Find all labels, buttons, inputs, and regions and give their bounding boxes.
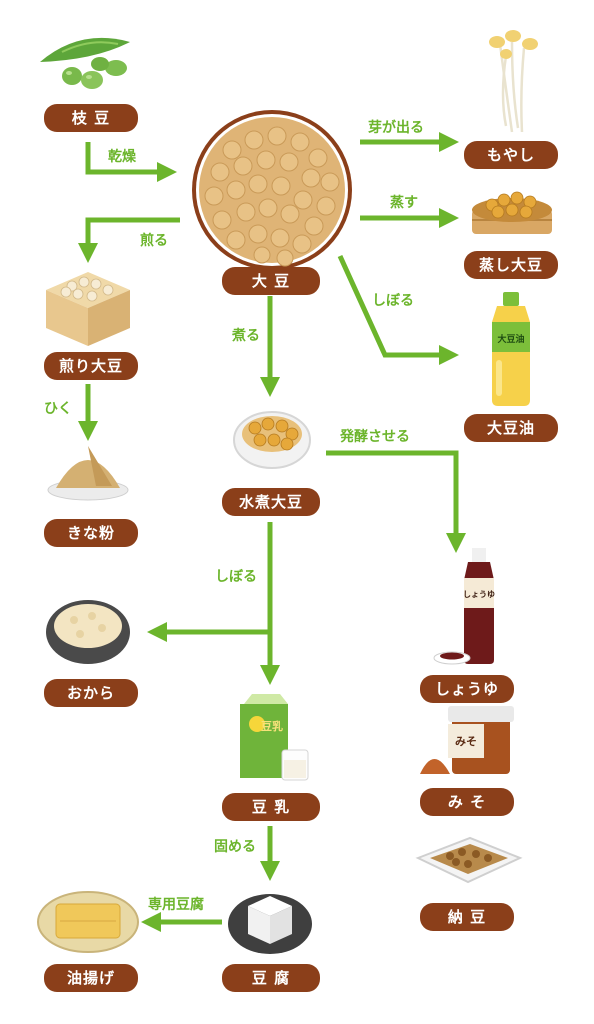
arrow-daizu-oil bbox=[337, 254, 459, 365]
mushi-daizu-illustration bbox=[472, 191, 552, 234]
soy-sauce-illustration bbox=[433, 548, 494, 665]
miso-label-text: みそ bbox=[455, 735, 477, 748]
node-daizu: 大 豆 bbox=[222, 267, 320, 295]
node-moyashi: もやし bbox=[464, 141, 558, 169]
okara-illustration bbox=[46, 600, 130, 664]
node-daizu-yu: 大豆油 bbox=[464, 414, 558, 442]
tofu-illustration bbox=[228, 894, 312, 954]
node-kinako: きな粉 bbox=[44, 519, 138, 547]
edge-niru: 煮る bbox=[232, 328, 260, 344]
natto-illustration bbox=[415, 836, 523, 884]
mizuni-daizu-illustration bbox=[233, 411, 311, 469]
edamame-illustration bbox=[40, 37, 130, 89]
arrow-daizu-irimame bbox=[78, 217, 180, 263]
node-irimame: 煎り大豆 bbox=[44, 352, 138, 380]
edge-katameru: 固める bbox=[214, 839, 256, 855]
irimame-illustration bbox=[46, 272, 130, 346]
node-natto: 納 豆 bbox=[420, 903, 514, 931]
edge-hakkou: 発酵させる bbox=[340, 429, 410, 445]
node-miso: み そ bbox=[420, 788, 514, 816]
arrow-mizuni-shoyu bbox=[326, 450, 466, 553]
soymilk-illustration bbox=[240, 694, 309, 781]
edge-senyo-tofu: 専用豆腐 bbox=[148, 897, 204, 913]
edge-hiku: ひく bbox=[44, 401, 72, 417]
node-edamame: 枝 豆 bbox=[44, 104, 138, 132]
miso-illustration bbox=[420, 706, 514, 774]
node-mizuni-daizu: 水煮大豆 bbox=[222, 488, 320, 516]
node-tonyu: 豆 乳 bbox=[222, 793, 320, 821]
aburaage-illustration bbox=[37, 891, 139, 953]
node-okara: おから bbox=[44, 679, 138, 707]
edge-me-ga-deru: 芽が出る bbox=[368, 120, 424, 136]
edge-shiboru-2: しぼる bbox=[215, 569, 257, 585]
edge-kansou: 乾燥 bbox=[108, 149, 136, 165]
moyashi-illustration bbox=[489, 30, 538, 133]
node-shoyu: しょうゆ bbox=[420, 675, 514, 703]
kinako-illustration bbox=[47, 446, 129, 501]
node-aburaage: 油揚げ bbox=[44, 964, 138, 992]
soy-sauce-label-text: しょうゆ bbox=[463, 590, 495, 599]
node-tofu: 豆 腐 bbox=[222, 964, 320, 992]
soybean-bowl-illustration bbox=[192, 110, 352, 270]
edge-musu: 蒸す bbox=[390, 195, 418, 211]
edge-iru: 煎る bbox=[140, 233, 168, 249]
node-mushi-daizu: 蒸し大豆 bbox=[464, 251, 558, 279]
oil-bottle-illustration bbox=[492, 292, 530, 406]
oil-bottle-label-text: 大豆油 bbox=[497, 333, 524, 345]
arrow-edamame-daizu bbox=[85, 142, 177, 182]
soymilk-label-text: 豆乳 bbox=[261, 719, 283, 733]
edge-shiboru-1: しぼる bbox=[372, 293, 414, 309]
